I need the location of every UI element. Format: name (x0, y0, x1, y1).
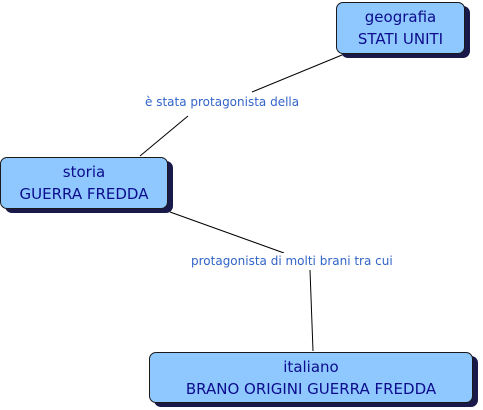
connector-label-2-to-italiano (309, 269, 314, 352)
link-label-storia-geografia[interactable]: è stata protagonista della (143, 94, 302, 110)
node-subject-label: geografia (364, 8, 437, 26)
node-concept-label: GUERRA FREDDA (19, 185, 149, 203)
node-subject-label: italiano (283, 357, 339, 376)
node-subject-label: storia (62, 163, 106, 181)
connector-label-1-to-geografia (251, 54, 343, 93)
concept-node-storia[interactable]: storia GUERRA FREDDA (0, 157, 168, 209)
connector-storia-to-label-1 (139, 115, 189, 157)
connector-storia-to-label-2 (169, 211, 285, 254)
concept-node-geografia[interactable]: geografia STATI UNITI (336, 2, 465, 54)
link-label-storia-italiano[interactable]: protagonista di molti brani tra cui (189, 253, 395, 269)
node-concept-label: BRANO ORIGINI GUERRA FREDDA (185, 379, 437, 398)
concept-node-italiano[interactable]: italiano BRANO ORIGINI GUERRA FREDDA (149, 352, 473, 403)
node-concept-label: STATI UNITI (357, 30, 444, 48)
